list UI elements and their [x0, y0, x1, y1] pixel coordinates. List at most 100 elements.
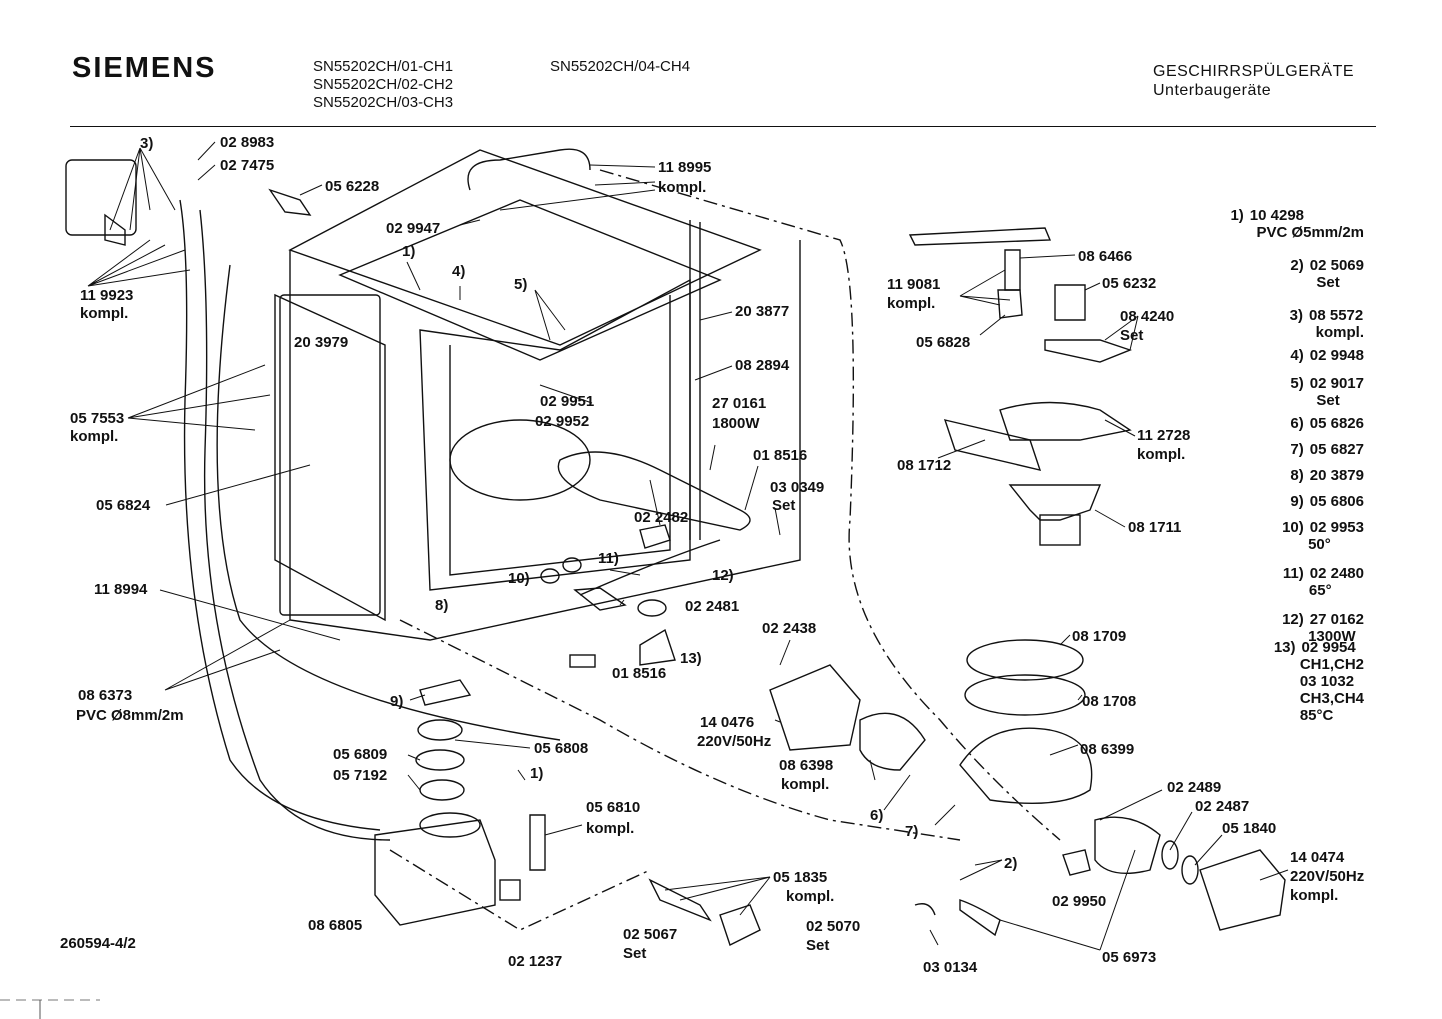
part-number: 05 6828 [916, 334, 970, 351]
part-note: 1800W [712, 415, 760, 432]
gasket-056809 [415, 749, 465, 771]
legend-part-number: 02 9954 [1301, 639, 1356, 656]
legend-item: 8)20 3879 [1290, 467, 1364, 484]
part-number: 05 6973 [1102, 949, 1156, 966]
legend-note: 65° [1308, 582, 1332, 599]
model-number: SN55202CH/01-CH1 [313, 58, 454, 75]
legend-part-number: 05 6806 [1309, 493, 1364, 510]
legend-item: 4)02 9948 [1290, 347, 1364, 364]
part-note: kompl. [658, 179, 706, 196]
heating-element [557, 451, 751, 531]
part-note: kompl. [1290, 887, 1338, 904]
category-title: GESCHIRRSPÜLGERÄTE [1153, 63, 1355, 80]
filter-cup-081711 [1008, 484, 1102, 521]
part-number: 02 7475 [220, 157, 274, 174]
legend-callout: 9) [1290, 493, 1304, 510]
part-number: 11 8994 [94, 581, 148, 598]
legend-item: 7)05 6827 [1290, 441, 1364, 458]
callout-3: 3) [140, 135, 153, 152]
filter-cap-9 [419, 679, 472, 706]
legend-part-number: 20 3879 [1309, 467, 1364, 484]
part-note: kompl. [786, 888, 834, 905]
part-note: kompl. [887, 295, 935, 312]
tub-left-panel [274, 293, 386, 622]
control-bracket [279, 294, 381, 616]
part-number: 03 0134 [923, 959, 978, 976]
part-number: 05 7192 [333, 767, 387, 784]
model-list-primary: SN55202CH/01-CH1 SN55202CH/02-CH2 SN5520… [313, 58, 453, 112]
pump-cover-086398 [859, 712, 926, 771]
legend-callout: 1) [1230, 207, 1244, 224]
part-number: 05 1840 [1222, 820, 1276, 837]
part-number: 05 6808 [534, 740, 588, 757]
tub-outline [289, 240, 801, 641]
part-number: 02 8983 [220, 134, 274, 151]
legend-callout: 10) [1282, 519, 1304, 536]
legend-note: 03 1032 [1299, 673, 1355, 690]
part-number: 08 1712 [897, 457, 951, 474]
part-number: 05 6810 [586, 799, 640, 816]
part-number: 02 2438 [762, 620, 816, 637]
part-number: 02 9952 [535, 413, 589, 430]
part-number: 02 9951 [540, 393, 594, 410]
ring-022487 [1161, 840, 1179, 870]
legend-part-number: 02 2480 [1309, 565, 1364, 582]
part-number: 08 1708 [1082, 693, 1136, 710]
part-note: kompl. [70, 428, 118, 445]
threaded-056232 [1054, 284, 1086, 321]
legend-part-number: 05 6826 [1309, 415, 1364, 432]
legend-part-number: 02 9017 [1309, 375, 1364, 392]
ring-051840 [1181, 855, 1199, 885]
part-number: 14 0476 [700, 714, 754, 731]
part-number: 02 2487 [1195, 798, 1249, 815]
part-number: 08 6399 [1080, 741, 1134, 758]
hose-left [179, 199, 381, 831]
legend-part-number: 02 9953 [1309, 519, 1364, 536]
tub-floor-disc [449, 419, 591, 501]
part-number: 08 2894 [735, 357, 790, 374]
filter-081712 [943, 419, 1042, 471]
legend-callout: 12) [1282, 611, 1304, 628]
tub-rim [216, 264, 561, 741]
legend-note: PVC Ø5mm/2m [1256, 224, 1364, 241]
legend-part-number: 27 0162 [1309, 611, 1364, 628]
legend-callout: 4) [1290, 347, 1304, 364]
assembly-line [599, 169, 1061, 841]
legend-note: Set [1316, 274, 1340, 291]
part-number: 08 1711 [1128, 519, 1181, 536]
legend-note: kompl. [1315, 324, 1364, 341]
callout-10: 10) [508, 570, 530, 587]
filter-ring-081708 [964, 674, 1086, 716]
wash-pump-140476 [769, 664, 861, 751]
assembly-line [399, 619, 961, 841]
part-note: kompl. [1137, 446, 1185, 463]
bracket-084240 [1044, 339, 1133, 363]
part-note: 220V/50Hz [1290, 868, 1364, 885]
circulation-pump [374, 819, 496, 926]
part-number: 08 6373 [78, 687, 132, 704]
part-number: 08 6805 [308, 917, 362, 934]
part-number: 05 6824 [96, 497, 151, 514]
part-number: 08 6398 [779, 757, 833, 774]
page-trim-mark [0, 999, 100, 1019]
lower-spray-arm [908, 227, 1052, 246]
part-number: 05 6809 [333, 746, 387, 763]
part-note: kompl. [80, 305, 128, 322]
callout-1: 1) [530, 765, 543, 782]
callout-8: 8) [435, 597, 448, 614]
callout-6: 6) [870, 807, 883, 824]
part-note: PVC Ø8mm/2m [76, 707, 184, 724]
part-number: 02 9950 [1052, 893, 1106, 910]
legend-callout: 7) [1290, 441, 1304, 458]
model-number: SN55202CH/03-CH3 [313, 94, 454, 111]
model-number: SN55202CH/04-CH4 [550, 58, 691, 75]
legend-part-number: 08 5572 [1309, 307, 1364, 324]
part-number: 01 8516 [753, 447, 807, 464]
legend-item: 9) 05 6806 [1290, 493, 1364, 510]
